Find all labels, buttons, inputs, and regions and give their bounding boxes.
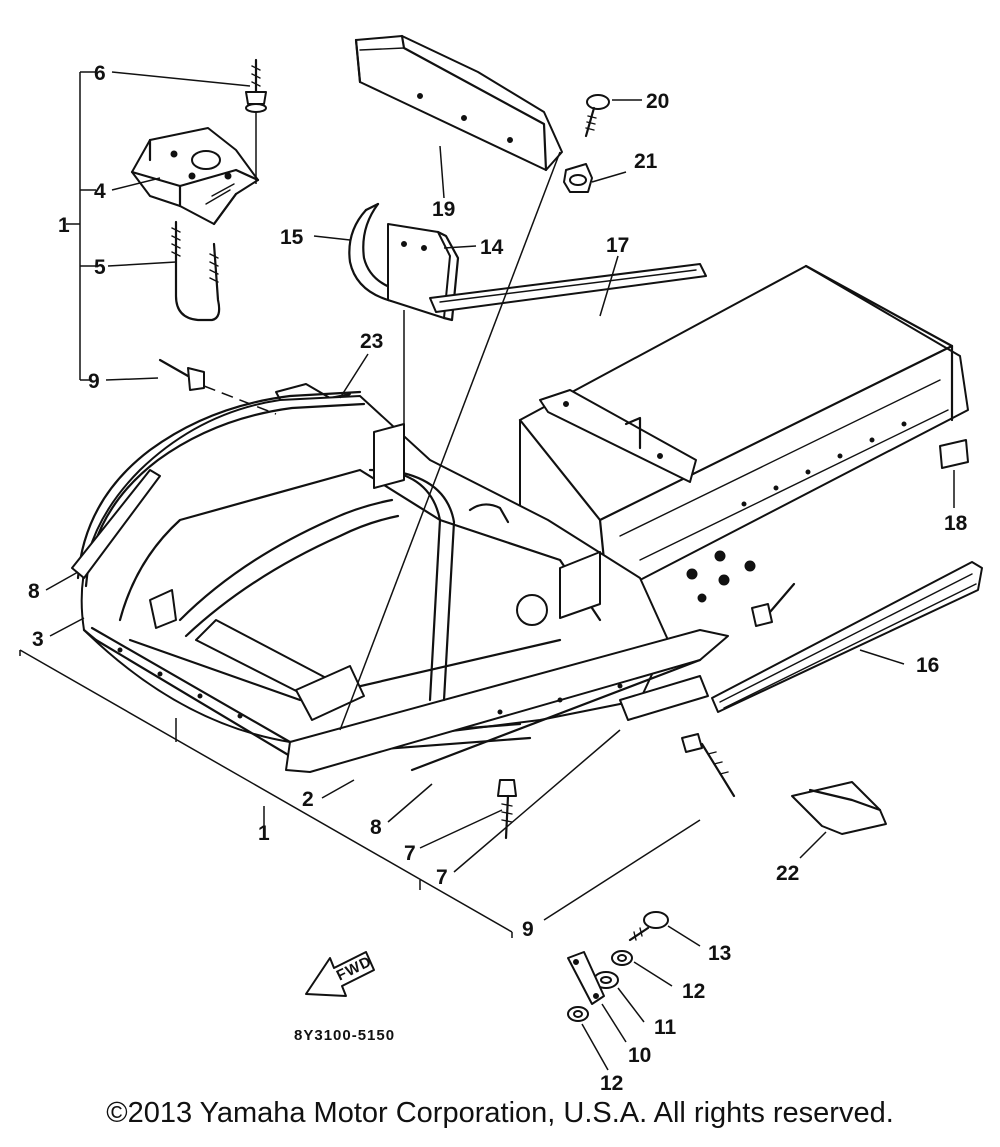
callout-15: 15 xyxy=(280,226,304,249)
callout-13: 13 xyxy=(708,942,731,965)
part-12-washer-lower xyxy=(567,1006,589,1022)
part-18-decal xyxy=(939,439,969,469)
leader-lines xyxy=(19,71,955,1071)
callout-11: 11 xyxy=(654,1016,677,1039)
part-12-washer-upper xyxy=(611,950,633,966)
part-17-strip xyxy=(429,263,707,313)
hull-body xyxy=(71,264,969,773)
part-19-panel xyxy=(354,34,563,172)
part-7-screw xyxy=(497,779,517,840)
callout-16: 16 xyxy=(916,654,939,677)
part-21-nut xyxy=(563,163,593,193)
part-5-u-bolt xyxy=(171,220,221,322)
callout-17: 17 xyxy=(606,234,629,257)
part-16-rail xyxy=(711,561,983,713)
callout-20: 20 xyxy=(646,90,669,113)
callout-12-lower: 12 xyxy=(600,1072,623,1095)
part-14-pad xyxy=(387,223,460,322)
fwd-arrow-icon: FWD xyxy=(305,951,375,997)
callout-labels: 1 1 2 3 4 5 6 7 7 8 8 9 9 10 11 12 12 13… xyxy=(28,62,968,1095)
callout-8-left: 8 xyxy=(28,580,40,603)
copyright-notice: ©2013 Yamaha Motor Corporation, U.S.A. A… xyxy=(106,1097,894,1129)
callout-1-upper: 1 xyxy=(58,214,70,237)
callout-5: 5 xyxy=(94,256,106,279)
part-10-link xyxy=(567,951,605,1005)
callout-14: 14 xyxy=(480,236,504,259)
callout-19: 19 xyxy=(432,198,455,221)
callout-9-upper: 9 xyxy=(88,370,100,393)
callout-2: 2 xyxy=(302,788,314,811)
callout-21: 21 xyxy=(634,150,658,173)
callout-7-left: 7 xyxy=(404,842,416,865)
part-22-pad xyxy=(791,781,887,835)
callout-8-lower: 8 xyxy=(370,816,382,839)
callout-9-lower: 9 xyxy=(522,918,534,941)
drawing-code: 8Y3100-5150 xyxy=(294,1027,395,1044)
callout-6: 6 xyxy=(94,62,106,85)
callout-10: 10 xyxy=(628,1044,651,1067)
part-11-collar xyxy=(593,971,619,989)
callout-3: 3 xyxy=(32,628,44,651)
part-9-rivet-upper xyxy=(158,358,205,391)
part-6-screw xyxy=(245,58,267,113)
callout-12-upper: 12 xyxy=(682,980,705,1003)
part-13-bolt xyxy=(628,911,669,942)
part-9-rivet-lower xyxy=(681,733,736,798)
callout-4: 4 xyxy=(94,180,106,203)
callout-18: 18 xyxy=(944,512,968,535)
part-9-rivet-side xyxy=(751,582,796,627)
part-4-bracket xyxy=(130,127,260,226)
callout-7-right: 7 xyxy=(436,866,448,889)
part-20-bolt xyxy=(584,94,610,138)
callout-1-lower: 1 xyxy=(258,822,270,845)
callout-22: 22 xyxy=(776,862,799,885)
callout-23: 23 xyxy=(360,330,383,353)
